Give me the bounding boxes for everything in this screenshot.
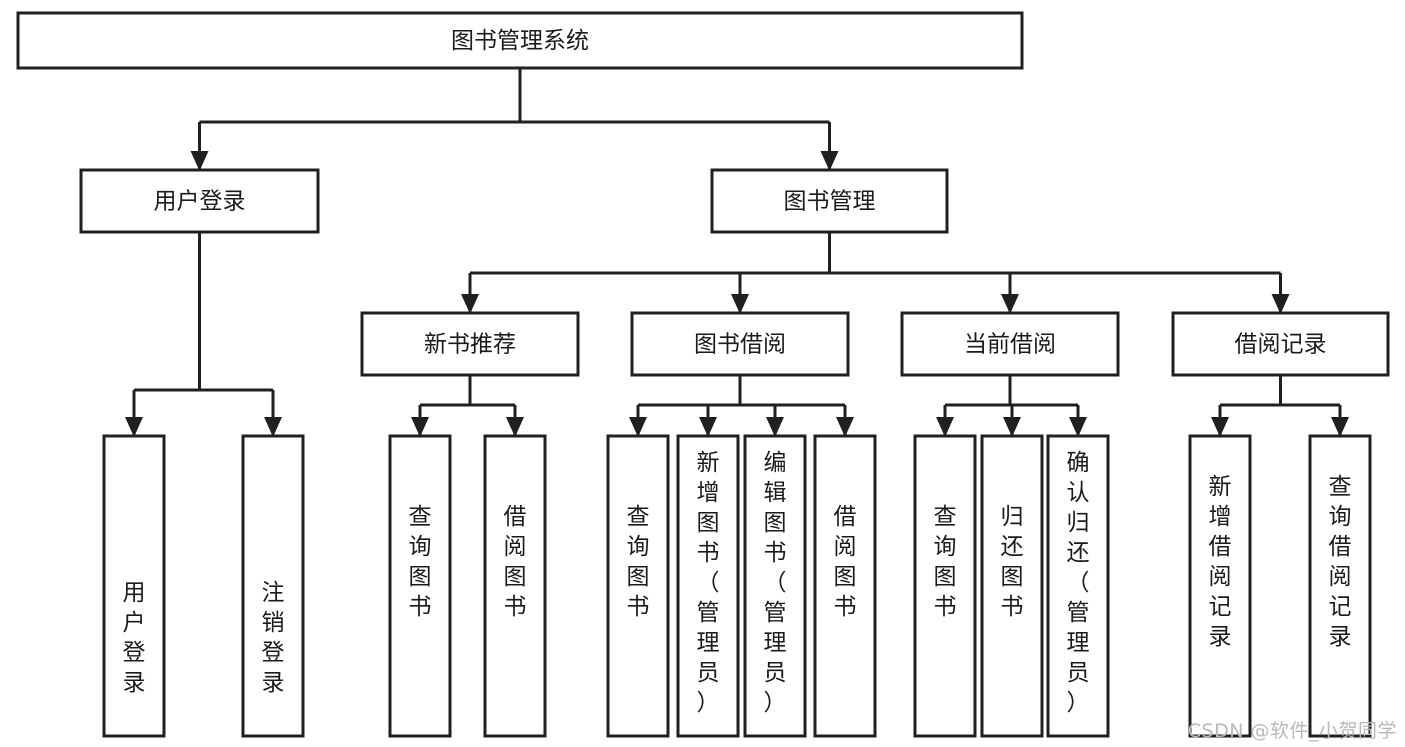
node-label: 新书推荐 [424, 332, 516, 358]
node-label: 图书管理 [784, 189, 876, 215]
node-box [1046, 434, 1110, 738]
node-leaf-4-查询图书[interactable]: 查询图书 [606, 434, 670, 738]
csdn-watermark: CSDN @软件_小贺同学 [1187, 720, 1397, 742]
node-leaf-9-归还图书[interactable]: 归还图书 [980, 434, 1044, 738]
node-label: 图书借阅 [694, 332, 786, 358]
node-box [1171, 311, 1390, 377]
node-label: 借阅图书 [834, 504, 857, 620]
node-level2-用户登录[interactable]: 用户登录 [79, 168, 320, 234]
node-leaf-7-借阅图书[interactable]: 借阅图书 [813, 434, 877, 738]
node-leaf-11-新增借阅记录[interactable]: 新增借阅记录 [1188, 434, 1252, 738]
connector-layer [125, 68, 1349, 437]
node-box [360, 311, 580, 377]
node-level3-借阅记录[interactable]: 借阅记录 [1171, 311, 1390, 377]
arrow-head-icon [1003, 417, 1021, 437]
node-leaf-3-借阅图书[interactable]: 借阅图书 [483, 434, 547, 738]
arrow-head-icon [699, 417, 717, 437]
node-level2-图书管理[interactable]: 图书管理 [710, 168, 949, 234]
node-label: 查询图书 [409, 504, 432, 620]
arrow-head-icon [125, 417, 143, 437]
node-leaf-1-注销登录[interactable]: 注销登录 [241, 434, 305, 738]
node-box [980, 434, 1044, 738]
node-leaf-10-确认归还（管理员）[interactable]: 确认归还（管理员） [1046, 434, 1110, 738]
node-label: 新增图书（管理员） [697, 450, 720, 716]
arrow-head-icon [1211, 417, 1229, 437]
node-label: 用户登录 [154, 189, 246, 215]
node-box [388, 434, 452, 738]
node-label: 借阅图书 [504, 504, 527, 620]
node-leaf-12-查询借阅记录[interactable]: 查询借阅记录 [1308, 434, 1372, 738]
arrow-head-icon [1069, 417, 1087, 437]
node-label: 确认归还（管理员） [1067, 450, 1090, 716]
node-leaf-8-查询图书[interactable]: 查询图书 [913, 434, 977, 738]
node-label: 新增借阅记录 [1209, 474, 1232, 650]
node-label: 编辑图书（管理员） [764, 450, 787, 716]
node-box [241, 434, 305, 738]
arrow-head-icon [264, 417, 282, 437]
arrow-head-icon [766, 417, 784, 437]
node-box [630, 311, 850, 377]
node-box [710, 168, 949, 234]
arrow-head-icon [461, 294, 479, 314]
node-label: 查询图书 [934, 504, 957, 620]
node-label: 借阅记录 [1235, 332, 1327, 358]
node-box [1188, 434, 1252, 738]
node-leaf-0-用户登录[interactable]: 用户登录 [102, 434, 166, 738]
arrow-head-icon [190, 151, 209, 171]
node-box [102, 434, 166, 738]
node-root-图书管理系统[interactable]: 图书管理系统 [16, 11, 1024, 70]
arrow-head-icon [820, 151, 839, 171]
arrow-head-icon [506, 417, 524, 437]
node-layer: 图书管理系统用户登录图书管理新书推荐图书借阅当前借阅借阅记录用户登录注销登录查询… [16, 11, 1390, 738]
node-label: 图书管理系统 [451, 28, 589, 54]
node-box [813, 434, 877, 738]
node-box [606, 434, 670, 738]
arrow-head-icon [836, 417, 854, 437]
node-box [483, 434, 547, 738]
node-level3-新书推荐[interactable]: 新书推荐 [360, 311, 580, 377]
node-box [900, 311, 1120, 377]
arrow-head-icon [1331, 417, 1349, 437]
node-level3-图书借阅[interactable]: 图书借阅 [630, 311, 850, 377]
node-box [1308, 434, 1372, 738]
node-leaf-2-查询图书[interactable]: 查询图书 [388, 434, 452, 738]
arrow-head-icon [1271, 294, 1290, 314]
node-label: 用户登录 [123, 580, 146, 696]
arrow-head-icon [936, 417, 954, 437]
node-leaf-6-编辑图书（管理员）[interactable]: 编辑图书（管理员） [743, 434, 807, 738]
node-box [743, 434, 807, 738]
node-box [913, 434, 977, 738]
node-label: 查询图书 [627, 504, 650, 620]
arrow-head-icon [411, 417, 429, 437]
node-label: 查询借阅记录 [1329, 474, 1352, 650]
node-box [79, 168, 320, 234]
arrow-head-icon [629, 417, 647, 437]
node-label: 当前借阅 [964, 332, 1056, 358]
node-box [16, 11, 1024, 70]
node-label: 注销登录 [262, 580, 285, 696]
node-box [676, 434, 740, 738]
node-level3-当前借阅[interactable]: 当前借阅 [900, 311, 1120, 377]
node-leaf-5-新增图书（管理员）[interactable]: 新增图书（管理员） [676, 434, 740, 738]
arrow-head-icon [1001, 294, 1019, 314]
node-label: 归还图书 [1001, 504, 1024, 620]
arrow-head-icon [731, 294, 749, 314]
